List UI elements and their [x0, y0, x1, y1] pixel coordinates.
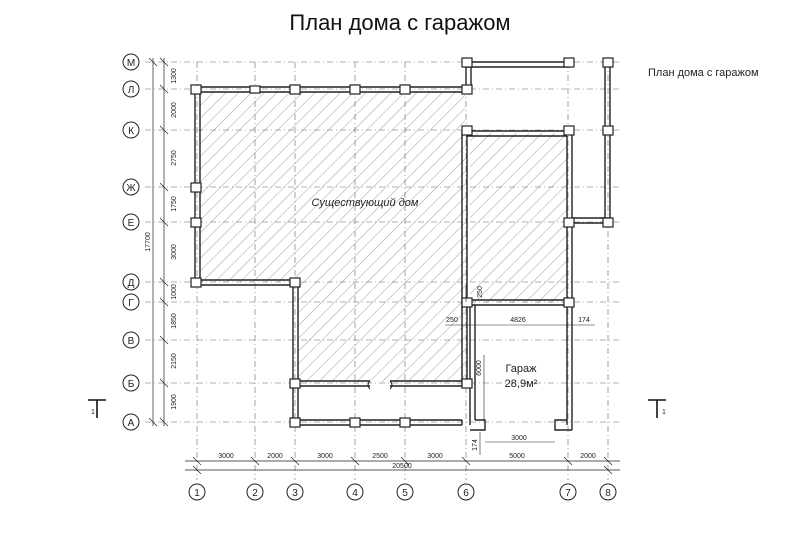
svg-text:8: 8 [605, 488, 611, 499]
svg-text:7: 7 [565, 488, 571, 499]
axis-row-k: К [122, 121, 140, 139]
svg-text:6: 6 [463, 488, 469, 499]
section-mark-right-label: 1 [662, 409, 666, 416]
vertical-dimension-labels: 1300 2000 2750 1750 3000 1000 1850 2150 … [145, 68, 178, 410]
horizontal-dimensions [185, 456, 620, 475]
svg-text:4: 4 [352, 488, 358, 499]
svg-text:Д: Д [128, 278, 135, 289]
garage-dimension-labels: 250 4826 174 6000 3000 174 250 [446, 286, 590, 451]
dim-col-5-6: 3000 [427, 453, 443, 460]
svg-text:К: К [128, 126, 134, 137]
axis-column-8: 8 [599, 483, 617, 501]
svg-text:5: 5 [402, 488, 408, 499]
dim-col-6-7: 5000 [509, 453, 525, 460]
vertical-dimensions [148, 57, 169, 427]
dim-garage-bottom: 174 [472, 439, 479, 451]
dim-col-2-3: 2000 [267, 453, 283, 460]
svg-text:Г: Г [128, 298, 134, 309]
axis-row-zh: Ж [122, 178, 140, 196]
dim-row-zh-e: 1750 [171, 196, 178, 212]
section-mark-left [88, 399, 106, 418]
dim-row-k-zh: 2750 [171, 150, 178, 166]
dim-total-height: 17700 [145, 232, 152, 252]
dim-garage-top-right: 174 [578, 317, 590, 324]
room-label-existing: Существующий дом [312, 197, 419, 209]
dim-garage-corner: 250 [477, 286, 484, 298]
page-title: План дома с гаражом [289, 10, 511, 35]
room-label-garage: Гараж [505, 363, 537, 375]
dim-row-d-g: 1000 [171, 284, 178, 300]
dim-row-g-v: 1850 [171, 313, 178, 329]
svg-text:1: 1 [194, 488, 200, 499]
axis-row-d: Д [122, 273, 140, 291]
dim-garage-door: 3000 [511, 435, 527, 442]
dim-col-3-4: 3000 [317, 453, 333, 460]
section-mark-left-label: 1 [91, 409, 95, 416]
section-mark-right [648, 399, 666, 418]
axis-column-7: 7 [559, 483, 577, 501]
grid-lines [145, 61, 620, 480]
row-axes: М Л К Ж Е Д Г В Б А [122, 53, 140, 431]
axis-row-v: В [122, 331, 140, 349]
dim-row-l-k: 2000 [171, 102, 178, 118]
axis-row-b: Б [122, 374, 140, 392]
svg-text:3: 3 [292, 488, 298, 499]
axis-row-m: М [122, 53, 140, 71]
sheet-label: План дома с гаражом [648, 67, 759, 79]
axis-column-5: 5 [396, 483, 414, 501]
svg-text:Е: Е [128, 218, 135, 229]
svg-text:2: 2 [252, 488, 258, 499]
dim-col-1-2: 3000 [218, 453, 234, 460]
dim-row-v-b: 2150 [171, 353, 178, 369]
axis-column-1: 1 [188, 483, 206, 501]
dim-col-7-8: 2000 [580, 453, 596, 460]
svg-text:Ж: Ж [126, 183, 136, 194]
dim-col-4-5: 2500 [372, 453, 388, 460]
dim-garage-height: 6000 [476, 360, 483, 376]
room-area-garage: 28,9м² [505, 378, 538, 390]
dim-total-width: 20500 [392, 463, 412, 470]
dim-row-b-a: 1900 [171, 394, 178, 410]
svg-text:В: В [128, 336, 135, 347]
svg-text:М: М [127, 58, 135, 69]
axis-column-4: 4 [346, 483, 364, 501]
dim-garage-top-left: 250 [446, 317, 458, 324]
dim-garage-top-mid: 4826 [510, 317, 526, 324]
dim-row-m-l: 1300 [171, 68, 178, 84]
axis-row-e: Е [122, 213, 140, 231]
svg-text:Л: Л [128, 85, 135, 96]
svg-text:А: А [128, 418, 135, 429]
axis-row-g: Г [122, 293, 140, 311]
axis-column-2: 2 [246, 483, 264, 501]
horizontal-dimension-labels: 3000 2000 3000 2500 3000 5000 2000 20500 [218, 453, 596, 470]
garage-dimensions [445, 285, 595, 455]
svg-text:Б: Б [128, 379, 135, 390]
axis-row-l: Л [122, 80, 140, 98]
axis-column-6: 6 [457, 483, 475, 501]
axis-column-3: 3 [286, 483, 304, 501]
axis-row-a: А [122, 413, 140, 431]
dim-row-e-d: 3000 [171, 244, 178, 260]
log-joints [190, 57, 614, 428]
column-axes: 1 2 3 4 5 6 7 8 [188, 483, 617, 501]
